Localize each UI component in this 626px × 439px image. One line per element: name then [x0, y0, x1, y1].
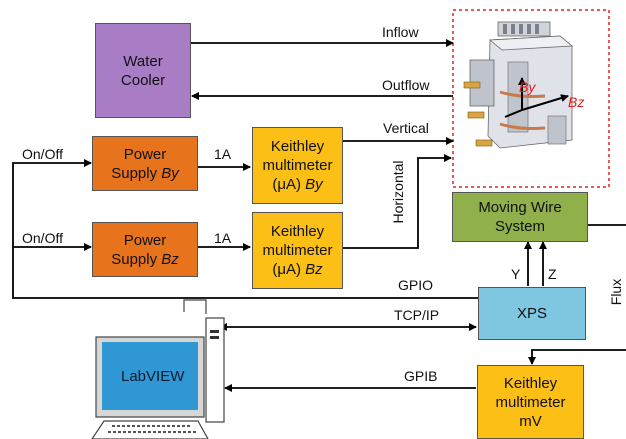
outflow-label: Outflow — [382, 77, 430, 93]
keithley-bz-line3: (μA) — [272, 261, 306, 278]
labview-label: LabVIEW — [121, 368, 185, 385]
gpio-line — [12, 159, 478, 299]
z-axis-label: Z — [548, 266, 557, 282]
power-supply-by-box: Power Supply By — [92, 136, 198, 191]
moving-wire-box: Moving Wire System — [452, 192, 588, 242]
flux-label: Flux — [608, 278, 624, 306]
keithley-by-line1: Keithley — [270, 138, 325, 155]
moving-wire-line1: Moving Wire — [478, 199, 562, 216]
horizontal-line — [343, 154, 452, 249]
vertical-label: Vertical — [383, 120, 429, 136]
power-supply-bz-field: Bz — [161, 250, 179, 268]
water-cooler-line2: Cooler — [120, 71, 166, 89]
water-cooler-line1: Water — [123, 52, 163, 70]
power-supply-bz-box: Power Supply Bz — [92, 222, 198, 277]
keithley-mv-line1: Keithley — [503, 374, 558, 392]
computer-icon — [91, 299, 225, 439]
keithley-mv-line2: multimeter — [495, 393, 566, 411]
keithley-bz-line1: Keithley — [270, 223, 325, 240]
inflow-label: Inflow — [382, 24, 419, 40]
power-supply-by-line2: Supply — [111, 164, 162, 182]
flux-line — [528, 224, 626, 365]
keithley-bz-line2: multimeter — [262, 242, 333, 259]
current-label-bottom: 1A — [214, 230, 232, 246]
field-by-label: By — [519, 79, 536, 95]
magnet-frame — [452, 9, 610, 188]
horizontal-label: Horizontal — [390, 160, 406, 224]
power-supply-bz-line1: Power — [123, 231, 167, 249]
current-label-top: 1A — [214, 146, 232, 162]
gpio-label: GPIO — [398, 277, 434, 293]
field-bz-label: Bz — [568, 94, 585, 110]
keithley-mv-line3: mV — [519, 412, 542, 430]
gpib-label: GPIB — [404, 368, 438, 384]
y-axis-label: Y — [511, 266, 521, 282]
xps-box: XPS — [478, 287, 586, 340]
keithley-bz-field: Bz — [305, 261, 323, 278]
xps-label: XPS — [516, 305, 547, 322]
keithley-by-box: Keithley multimeter (μA) By — [252, 127, 343, 204]
on-off-label-top: On/Off — [22, 146, 63, 162]
power-supply-by-field: By — [161, 164, 179, 182]
keithley-by-line2: multimeter — [262, 157, 333, 174]
power-supply-by-line1: Power — [123, 145, 167, 163]
tcp-ip-label: TCP/IP — [394, 307, 440, 323]
power-supply-bz-line2: Supply — [111, 250, 162, 268]
keithley-by-line3: (μA) — [272, 176, 306, 193]
magnet-icon — [463, 21, 574, 149]
keithley-by-field: By — [305, 176, 323, 193]
water-cooler-box: Water Cooler — [95, 23, 191, 118]
moving-wire-line2: System — [494, 218, 545, 235]
keithley-mv-box: Keithley multimeter mV — [477, 365, 584, 439]
keithley-bz-box: Keithley multimeter (μA) Bz — [252, 212, 343, 289]
on-off-label-bottom: On/Off — [22, 230, 63, 246]
